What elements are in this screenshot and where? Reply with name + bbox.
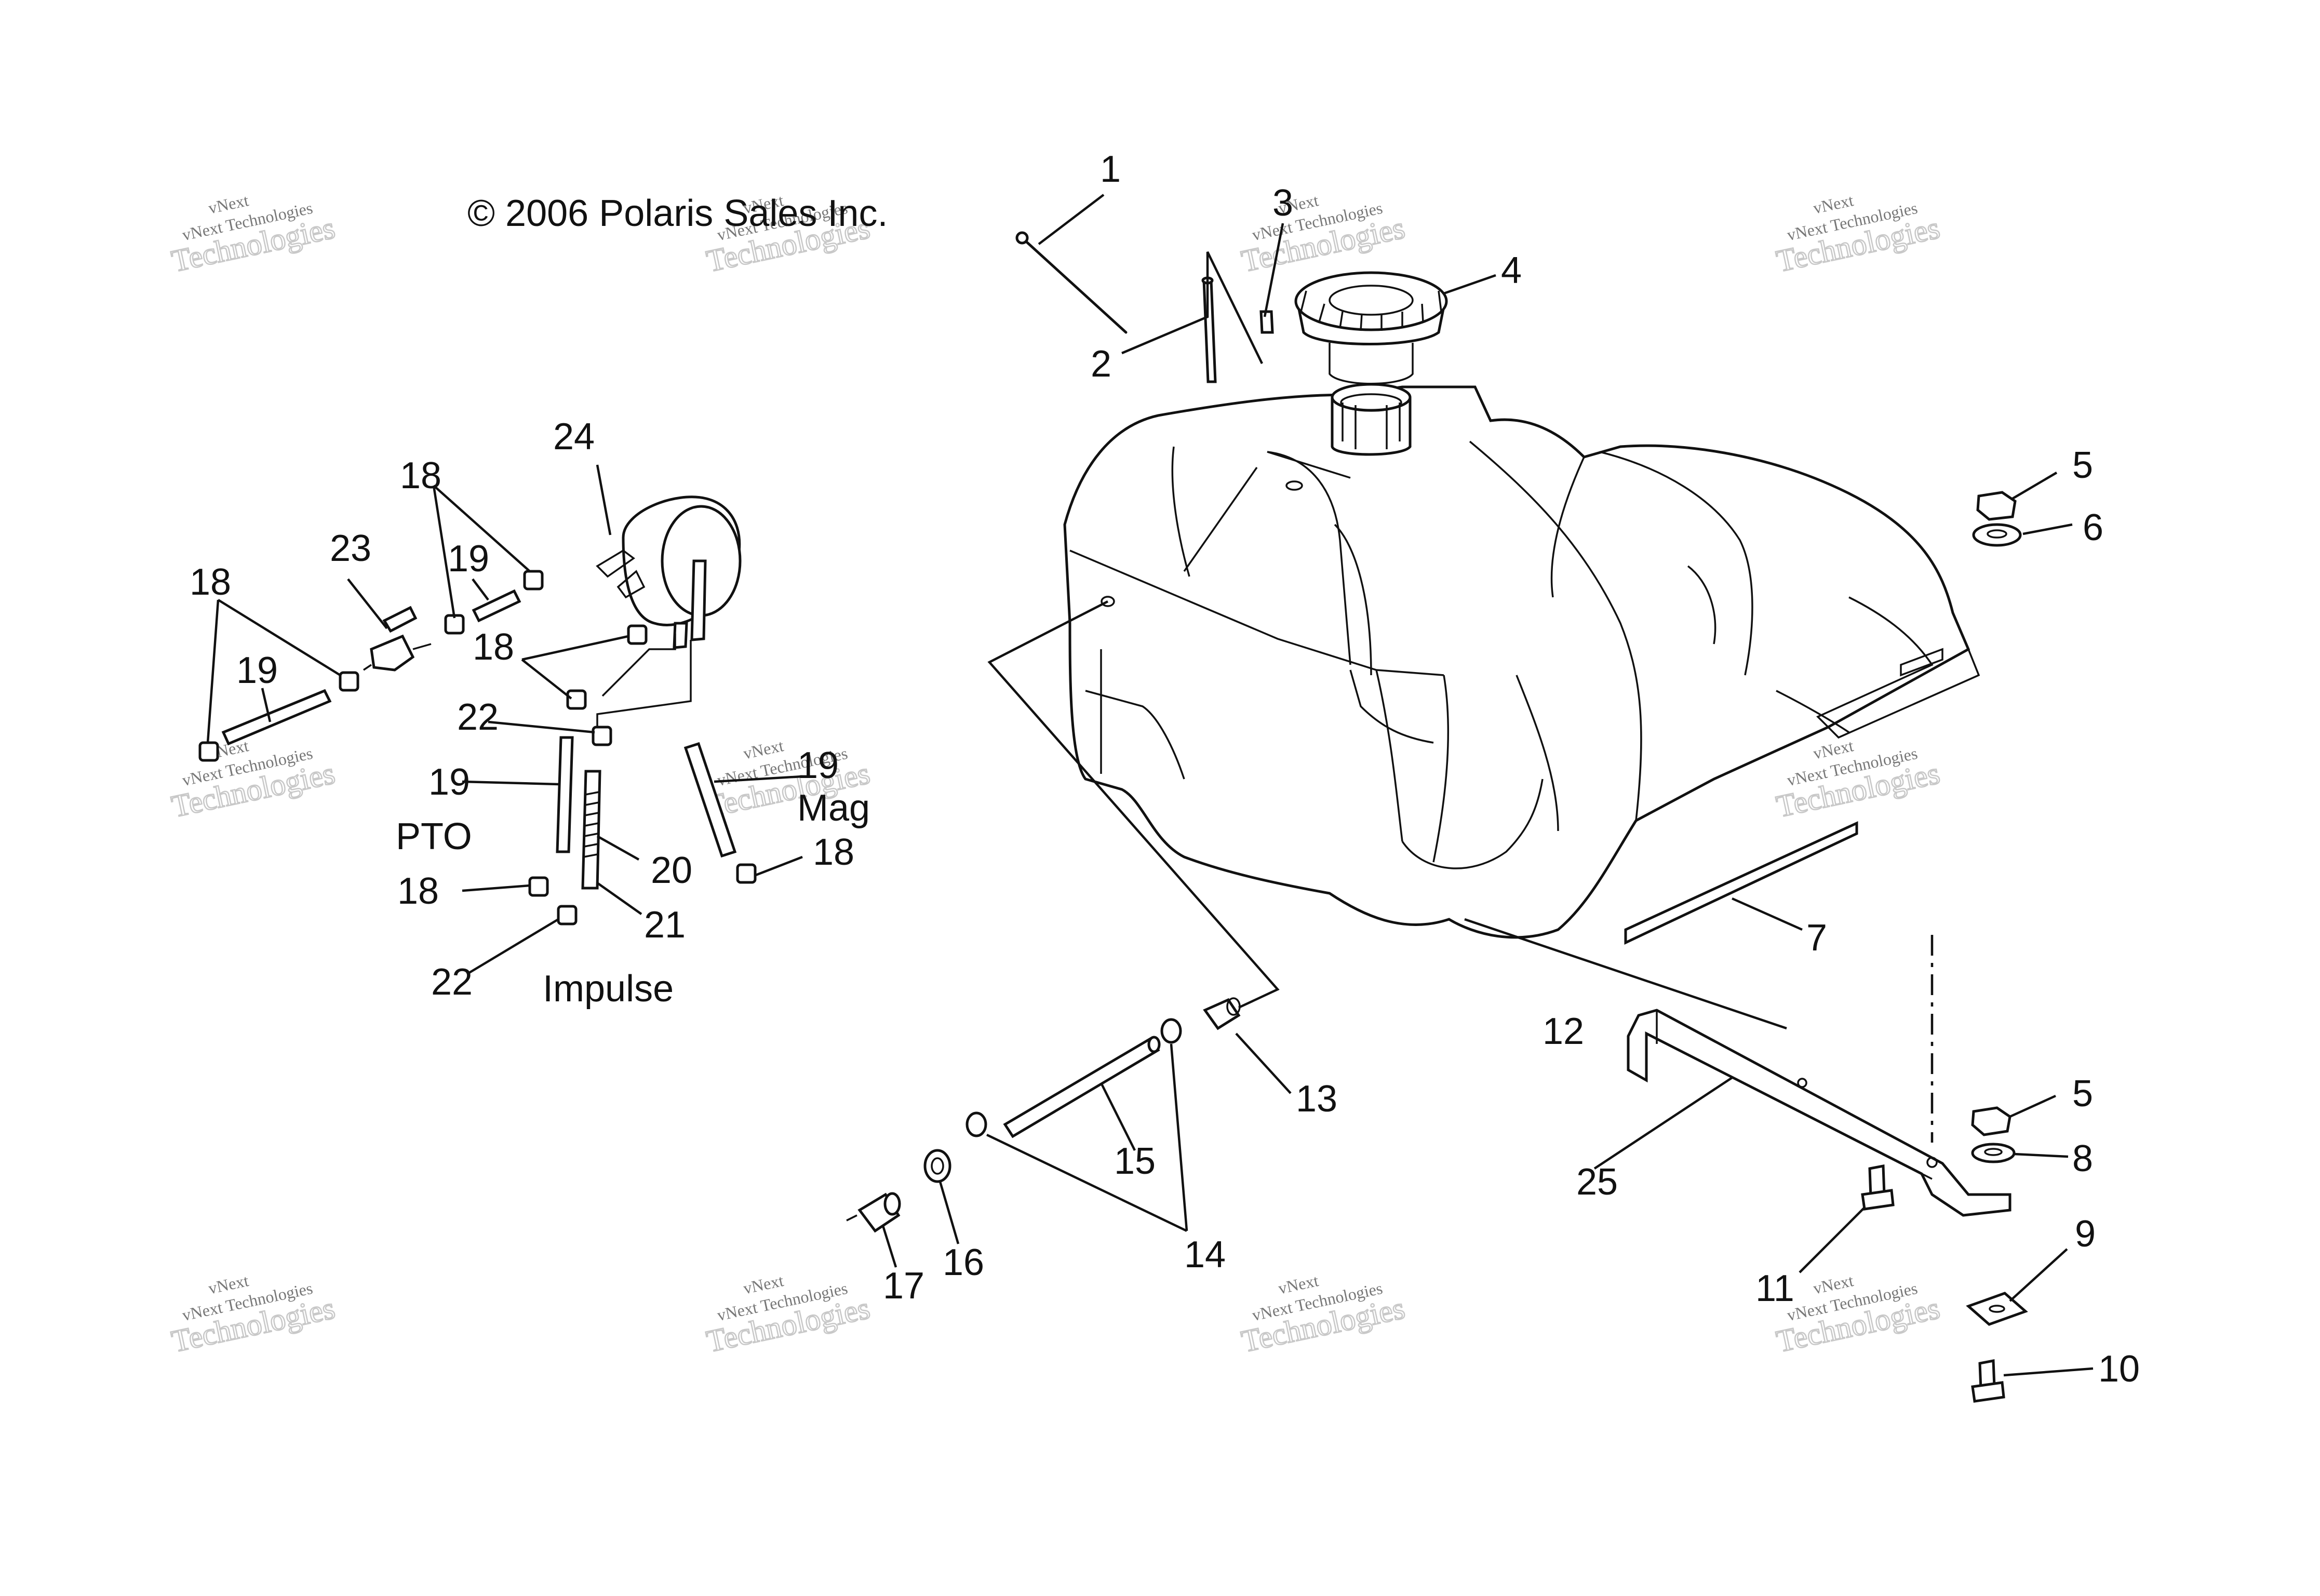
part-16-grommet: [923, 1149, 951, 1183]
callout-18c: 18: [473, 626, 514, 668]
callout-18e: 18: [813, 831, 854, 873]
part-6-washer: [1972, 523, 2022, 547]
callout-21: 21: [644, 904, 686, 946]
part-9-plate: [1966, 1292, 2028, 1326]
callout-19d: 19: [797, 745, 839, 786]
callout-23: 23: [330, 528, 371, 569]
part-19-hose-upper: [472, 589, 521, 623]
callout-20: 20: [651, 850, 692, 891]
callout-4: 4: [1501, 250, 1522, 291]
part-20-spring-hose: [581, 770, 601, 890]
part-13-fitting: [1203, 997, 1241, 1030]
part-8-washer: [1971, 1143, 2016, 1163]
callout-9: 9: [2075, 1213, 2096, 1255]
callout-18d: 18: [397, 870, 439, 912]
part-5-nut-top: [1976, 491, 2017, 521]
leader-lines: [206, 194, 2094, 1377]
spring-coils: [583, 791, 599, 858]
callout-12: 12: [1543, 1011, 1584, 1052]
callout-11: 11: [1755, 1268, 1794, 1309]
part-25-bracket: [1627, 1009, 2011, 1217]
label-pto: PTO: [396, 816, 472, 857]
callout-14: 14: [1184, 1234, 1226, 1276]
part-14-clamp-upper: [1160, 1018, 1182, 1044]
callout-3: 3: [1272, 182, 1293, 224]
callout-2: 2: [1091, 343, 1111, 385]
part-19-hose-mag: [683, 742, 737, 858]
callout-6: 6: [2083, 507, 2103, 548]
callout-19b: 19: [236, 650, 278, 691]
callout-numbers: 1 2 3 4 5 6 7 12 5 8 9 10 11 25 13 14 15…: [190, 149, 2140, 1390]
callout-22a: 22: [457, 696, 499, 738]
part-24-fuel-pump: [596, 495, 742, 649]
part-2-vent-tube: [1201, 276, 1217, 383]
callout-7: 7: [1806, 917, 1827, 959]
callout-13: 13: [1296, 1078, 1337, 1120]
callout-18b: 18: [190, 561, 231, 603]
callout-16: 16: [943, 1242, 984, 1283]
part-11-bolt: [1861, 1164, 1895, 1211]
copyright-text: © 2006 Polaris Sales Inc.: [467, 193, 888, 234]
callout-19a: 19: [448, 538, 489, 580]
part-7-strap: [1624, 821, 1858, 945]
callout-10: 10: [2098, 1348, 2140, 1390]
callout-18a: 18: [400, 455, 441, 497]
callout-17: 17: [883, 1265, 924, 1307]
part-1-tie-strap: [1015, 231, 1128, 334]
part-3-clip: [1259, 310, 1274, 334]
fuel-tank: [1063, 383, 1980, 939]
gas-cap: [1294, 271, 1448, 385]
label-impulse: Impulse: [543, 968, 674, 1010]
callout-19c: 19: [428, 761, 470, 803]
callout-8: 8: [2072, 1138, 2093, 1179]
fuel-line-routing: [596, 634, 692, 727]
label-mag: Mag: [797, 787, 870, 829]
callout-24: 24: [553, 416, 595, 458]
part-15-hose: [1003, 1036, 1161, 1138]
part-10-bolt: [1971, 1359, 2005, 1403]
callout-1: 1: [1100, 149, 1121, 190]
part-19-hose-pto: [556, 736, 574, 853]
callout-15: 15: [1114, 1141, 1156, 1182]
clamps-18-22: [198, 570, 757, 926]
callout-22b: 22: [431, 961, 473, 1003]
part-23-valve: [363, 606, 432, 672]
part-19-hose-left: [221, 689, 332, 746]
part-5-nut-bottom: [1971, 1106, 2011, 1136]
callout-25: 25: [1576, 1161, 1618, 1203]
tank-outlet-leader: [987, 600, 1280, 1009]
callout-5a: 5: [2072, 445, 2093, 486]
callout-5b: 5: [2072, 1073, 2093, 1115]
part-14-clamp-lower: [965, 1111, 987, 1137]
part-17-petcock: [846, 1192, 901, 1233]
